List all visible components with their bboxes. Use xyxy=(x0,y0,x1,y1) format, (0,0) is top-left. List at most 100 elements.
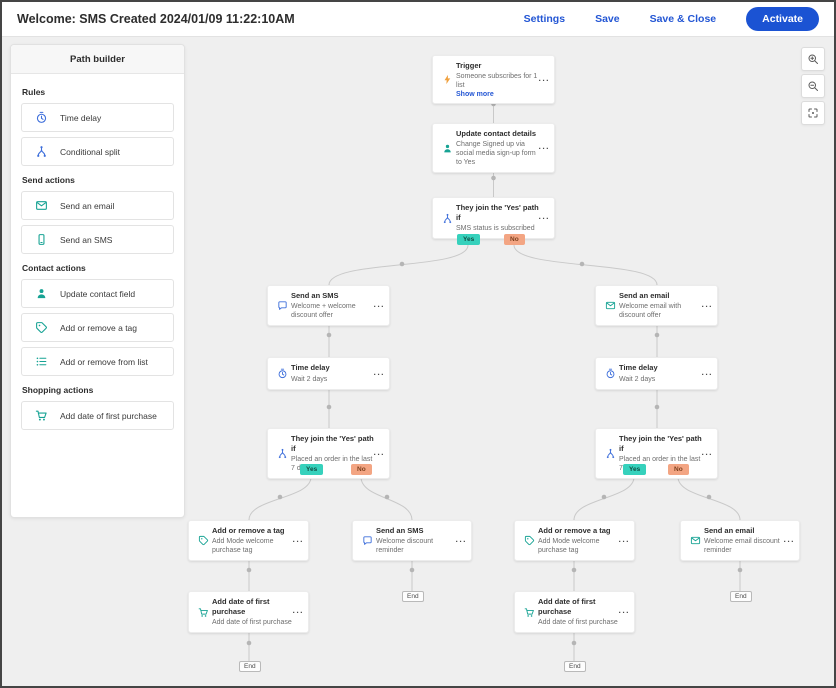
stopwatch-icon xyxy=(602,368,619,379)
save-close-button[interactable]: Save & Close xyxy=(649,13,717,25)
flow-node-send-sms-reminder[interactable]: Send an SMS Welcome discount reminder ··… xyxy=(352,520,472,562)
settings-button[interactable]: Settings xyxy=(523,13,566,25)
more-menu-icon[interactable]: ··· xyxy=(701,448,713,459)
more-menu-icon[interactable]: ··· xyxy=(701,368,713,379)
node-title: They join the 'Yes' path if xyxy=(291,434,374,454)
flow-node-time-delay-left[interactable]: Time delay Wait 2 days ··· xyxy=(267,357,390,390)
sidebar-item-label: Add date of first purchase xyxy=(60,410,157,421)
flow-node-update-contact[interactable]: Update contact details Change Signed up … xyxy=(432,123,555,174)
flow-node-purchase-date-left[interactable]: Add date of first purchase Add date of f… xyxy=(188,591,309,634)
more-menu-icon[interactable]: ··· xyxy=(373,448,385,459)
node-title: Update contact details xyxy=(456,129,537,138)
show-more-link[interactable]: Show more xyxy=(456,91,494,99)
node-subtitle: Wait 2 days xyxy=(291,375,328,383)
node-subtitle: Change Signed up via social media sign-u… xyxy=(456,141,536,167)
zoom-out-icon[interactable] xyxy=(801,74,825,98)
sidebar-item-label: Send an email xyxy=(60,200,115,211)
stopwatch-icon xyxy=(22,111,60,124)
sidebar-item-add-remove-list[interactable]: Add or remove from list xyxy=(21,347,174,376)
more-menu-icon[interactable]: ··· xyxy=(538,74,550,85)
more-menu-icon[interactable]: ··· xyxy=(455,535,467,546)
zoom-in-icon[interactable] xyxy=(801,47,825,71)
page-title: Welcome: SMS Created 2024/01/09 11:22:10… xyxy=(17,12,295,26)
more-menu-icon[interactable]: ··· xyxy=(701,300,713,311)
flow-node-send-email-reminder[interactable]: Send an email Welcome email discount rem… xyxy=(680,520,800,562)
flow-node-send-email-welcome[interactable]: Send an email Welcome email with discoun… xyxy=(595,285,718,327)
sidebar-item-send-sms[interactable]: Send an SMS xyxy=(21,225,174,254)
node-subtitle: Welcome + welcome discount offer xyxy=(291,303,356,320)
node-title: Time delay xyxy=(291,363,330,373)
tag-icon xyxy=(22,321,60,334)
activate-button[interactable]: Activate xyxy=(746,7,819,31)
no-path-badge[interactable]: No xyxy=(668,464,689,475)
sidebar-item-label: Time delay xyxy=(60,112,102,123)
sidebar-item-add-remove-tag[interactable]: Add or remove a tag xyxy=(21,313,174,342)
sidebar-item-update-contact-field[interactable]: Update contact field xyxy=(21,279,174,308)
node-subtitle: Welcome email discount reminder xyxy=(704,538,780,555)
flow-node-add-tag-right[interactable]: Add or remove a tag Add Mode welcome pur… xyxy=(514,520,635,562)
flow-node-conditional-split-1[interactable]: They join the 'Yes' path if SMS status i… xyxy=(432,197,555,240)
yes-path-badge[interactable]: Yes xyxy=(457,234,481,245)
bolt-icon xyxy=(439,74,456,85)
no-path-badge[interactable]: No xyxy=(351,464,372,475)
sidebar-item-label: Conditional split xyxy=(60,146,121,157)
flow-node-send-sms-welcome[interactable]: Send an SMS Welcome + welcome discount o… xyxy=(267,285,390,327)
section-label-send-actions: Send actions xyxy=(22,175,75,185)
more-menu-icon[interactable]: ··· xyxy=(292,607,304,618)
node-title: Send an SMS xyxy=(376,526,424,535)
smartphone-icon xyxy=(22,233,60,246)
section-label-rules: Rules xyxy=(22,87,46,97)
node-title: Add date of first purchase xyxy=(212,597,270,617)
node-subtitle: Someone subscribes for 1 list xyxy=(456,73,538,90)
node-subtitle: Welcome discount reminder xyxy=(376,538,434,555)
more-menu-icon[interactable]: ··· xyxy=(373,368,385,379)
sidebar-item-add-first-purchase-date[interactable]: Add date of first purchase xyxy=(21,401,174,430)
flow-node-purchase-date-right[interactable]: Add date of first purchase Add date of f… xyxy=(514,591,635,634)
flow-canvas[interactable]: Path builder Rules Time delay Conditiona… xyxy=(2,37,834,686)
fit-screen-icon[interactable] xyxy=(801,101,825,125)
section-label-shopping-actions: Shopping actions xyxy=(22,385,94,395)
end-badge: End xyxy=(402,591,424,602)
flow-node-add-tag-left[interactable]: Add or remove a tag Add Mode welcome pur… xyxy=(188,520,309,562)
more-menu-icon[interactable]: ··· xyxy=(618,535,630,546)
no-path-badge[interactable]: No xyxy=(504,234,525,245)
sidebar-item-time-delay[interactable]: Time delay xyxy=(21,103,174,132)
flow-node-trigger[interactable]: Trigger Someone subscribes for 1 list Sh… xyxy=(432,55,555,105)
more-menu-icon[interactable]: ··· xyxy=(783,535,795,546)
sidebar-item-label: Update contact field xyxy=(60,288,136,299)
sidebar-item-label: Send an SMS xyxy=(60,234,113,245)
split-icon xyxy=(22,145,60,158)
node-subtitle: Add Mode welcome purchase tag xyxy=(212,538,274,555)
envelope-icon xyxy=(22,199,60,212)
tag-icon xyxy=(195,535,212,546)
node-title: Add or remove a tag xyxy=(538,526,611,535)
more-menu-icon[interactable]: ··· xyxy=(538,213,550,224)
sidebar-item-send-email[interactable]: Send an email xyxy=(21,191,174,220)
node-title: Time delay xyxy=(619,363,658,373)
top-bar: Welcome: SMS Created 2024/01/09 11:22:10… xyxy=(2,2,834,37)
more-menu-icon[interactable]: ··· xyxy=(373,300,385,311)
envelope-icon xyxy=(687,535,704,546)
flow-node-conditional-split-right[interactable]: They join the 'Yes' path if Placed an or… xyxy=(595,428,718,480)
sidebar-item-label: Add or remove a tag xyxy=(60,322,138,333)
sidebar-item-conditional-split[interactable]: Conditional split xyxy=(21,137,174,166)
sidebar-item-label: Add or remove from list xyxy=(60,356,148,367)
person-icon xyxy=(22,287,60,300)
more-menu-icon[interactable]: ··· xyxy=(292,535,304,546)
flow-node-time-delay-right[interactable]: Time delay Wait 2 days ··· xyxy=(595,357,718,390)
node-title: Add date of first purchase xyxy=(538,597,596,617)
envelope-icon xyxy=(602,300,619,311)
node-subtitle: Wait 2 days xyxy=(619,375,656,383)
yes-path-badge[interactable]: Yes xyxy=(623,464,647,475)
header-actions: Settings Save Save & Close Activate xyxy=(524,7,819,31)
more-menu-icon[interactable]: ··· xyxy=(538,143,550,154)
person-icon xyxy=(439,143,456,154)
more-menu-icon[interactable]: ··· xyxy=(618,607,630,618)
save-button[interactable]: Save xyxy=(595,13,620,25)
split-icon xyxy=(439,213,456,224)
panel-body: Rules Time delay Conditional split Send … xyxy=(11,74,184,430)
node-title: They join the 'Yes' path if xyxy=(619,434,702,454)
stopwatch-icon xyxy=(274,368,291,379)
yes-path-badge[interactable]: Yes xyxy=(300,464,324,475)
